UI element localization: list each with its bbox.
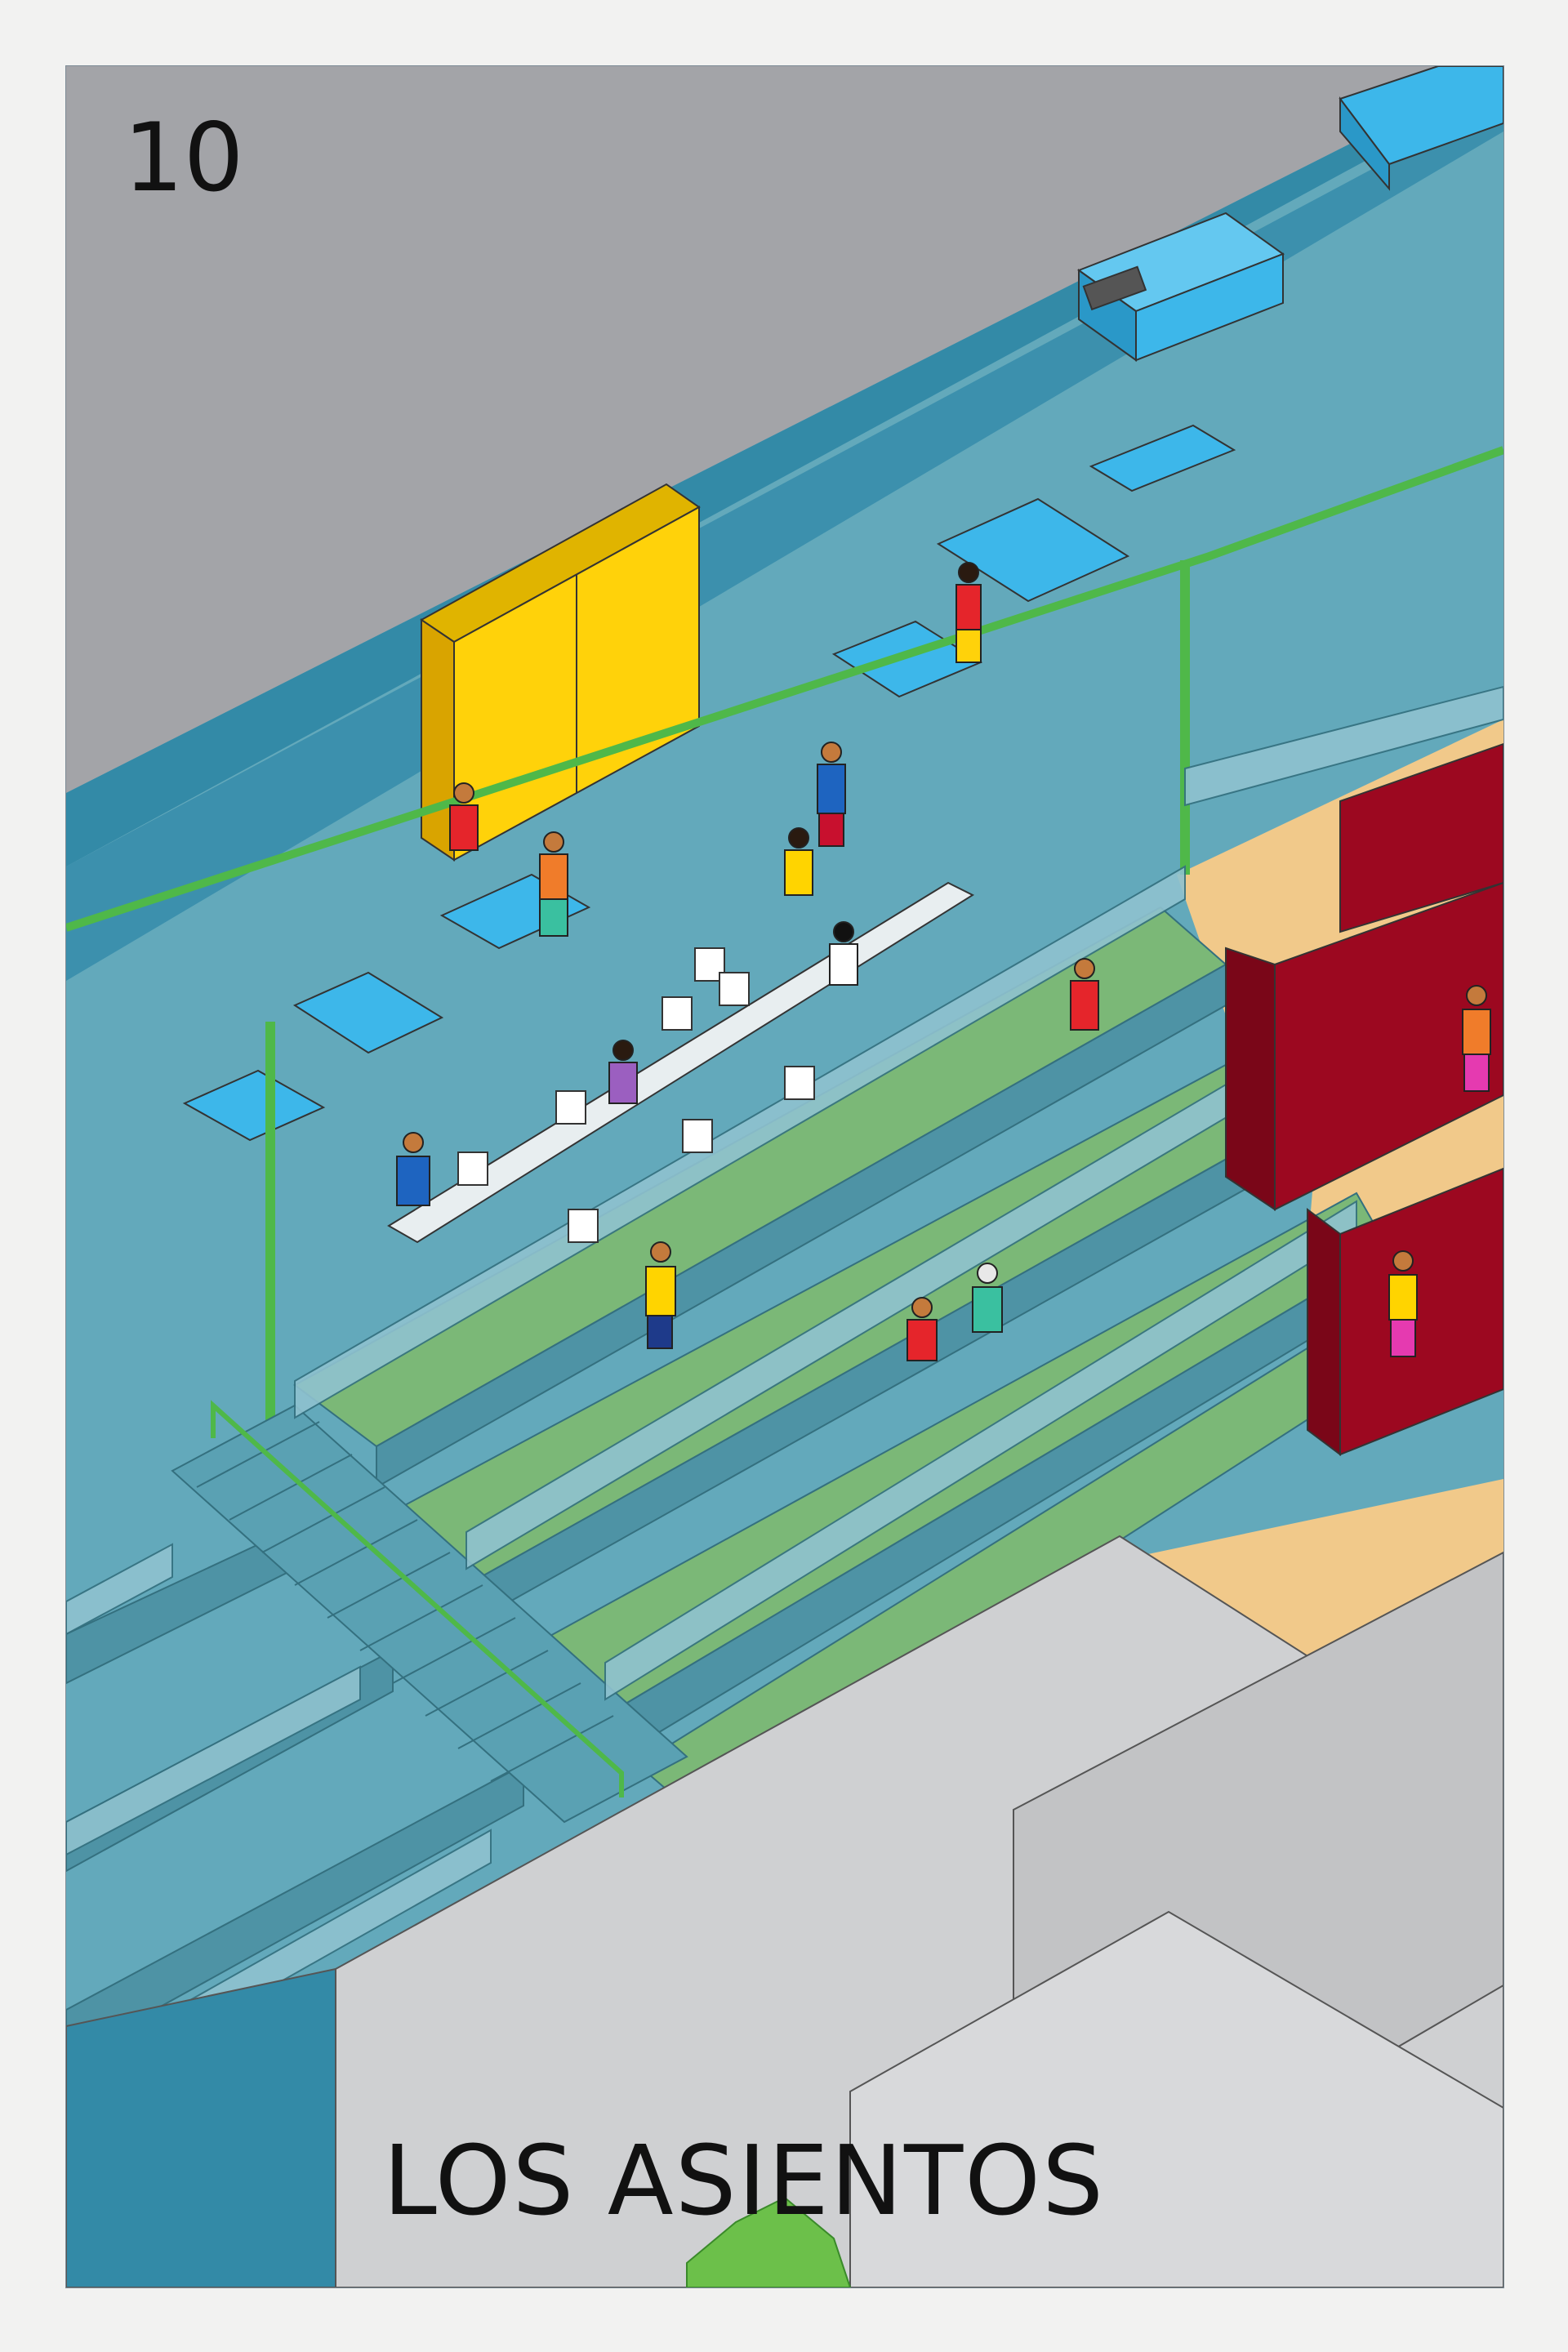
- stove-icon: [1082, 265, 1147, 311]
- person-figure-icon: [784, 827, 813, 896]
- plastic-chair-icon: [719, 972, 750, 1006]
- person-figure-icon: [1388, 1250, 1418, 1357]
- people: [396, 562, 1491, 1361]
- blue-tables: [182, 424, 1236, 1142]
- person-figure-icon: [956, 562, 982, 663]
- plastic-chair-icon: [784, 1066, 815, 1100]
- plastic-chair-icon: [568, 1209, 599, 1243]
- person-figure-icon: [1070, 958, 1099, 1031]
- person-figure-icon: [396, 1132, 430, 1206]
- plastic-chair-icon: [555, 1090, 586, 1125]
- person-figure-icon: [539, 831, 568, 937]
- person-figure-icon: [972, 1263, 1003, 1333]
- person-figure-icon: [1462, 985, 1491, 1092]
- plastic-chair-icon: [682, 1119, 713, 1153]
- wrought-iron-railing: [66, 685, 1503, 2077]
- plastic-chairs: [457, 947, 815, 1243]
- stair-handrail: [211, 1400, 624, 1797]
- person-figure-icon: [829, 921, 858, 986]
- kitchen-counter: [1076, 66, 1503, 362]
- tree-canopy-icon: [686, 2196, 852, 2287]
- long-white-table: [387, 881, 975, 1244]
- person-figure-icon: [817, 742, 846, 847]
- gray-buildings: [66, 1535, 1503, 2287]
- person-figure-icon: [906, 1297, 938, 1361]
- green-railing: [66, 446, 1503, 932]
- card-title: LOS ASIENTOS: [383, 2124, 1105, 2237]
- loteria-card: 10 LOS ASIENTOS: [65, 65, 1504, 2288]
- plastic-chair-icon: [457, 1152, 488, 1186]
- stadium-seating-illustration: [66, 66, 1503, 2287]
- plastic-chair-icon: [662, 996, 693, 1031]
- card-number: 10: [123, 103, 244, 213]
- person-figure-icon: [645, 1241, 676, 1349]
- person-figure-icon: [608, 1040, 638, 1104]
- yellow-cabinet: [420, 483, 701, 862]
- red-kiosk: [1225, 742, 1503, 1456]
- person-figure-icon: [449, 782, 479, 851]
